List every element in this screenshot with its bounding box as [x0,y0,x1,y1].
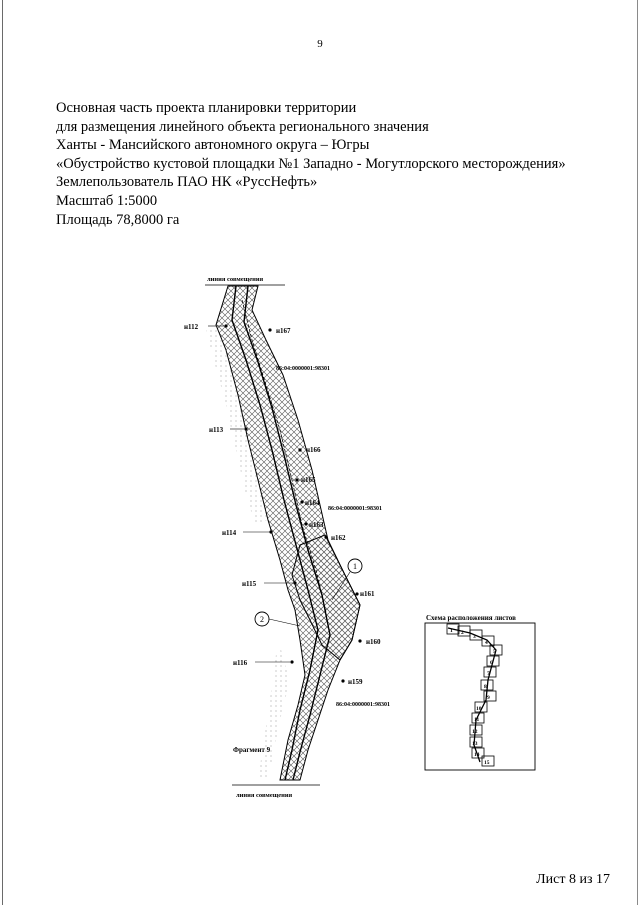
point-label-n113: н113 [209,426,224,434]
layout-sheet-number: 10 [476,706,482,712]
point-label-n164: н164 [305,499,320,507]
header-line: Основная часть проекта планировки террит… [56,100,357,116]
layout-sheet-number: 12 [472,729,478,735]
boundary-points [224,324,362,683]
point-label-n161: н161 [360,590,375,598]
layout-sheet-number: 11 [474,717,479,723]
header-line: Землепользователь ПАО НК «РуссНефть» [56,174,318,191]
header-line: Ханты - Мансийского автономного округа –… [56,137,370,154]
layout-sheet [474,701,488,713]
point-label-n114: н114 [222,529,237,537]
layout-sheet-number: 3 [473,634,476,640]
layout-sheet [469,724,483,736]
corridor-axis-2 [243,285,331,781]
point-label-n159: н159 [348,678,363,686]
fragment-label: Фрагмент 9 [233,746,271,754]
point-marker [268,328,272,332]
point-marker [298,448,302,452]
layout-sheet-number: 1 [450,628,453,634]
point-label-n166: н166 [306,446,321,454]
layout-sheet-number: 2 [461,630,464,636]
point-marker [244,427,248,431]
layout-sheet-number: 8 [484,684,487,690]
point-label-n160: н160 [366,638,381,646]
corridor-axis-1 [231,285,319,781]
layout-sheet-number: 14 [474,752,480,758]
corridor-axis-3 [241,299,327,613]
layout-sheet-number: 13 [472,741,478,747]
layout-sheet-number: 7 [487,671,490,677]
point-marker [358,639,362,643]
page-number: 9 [317,38,323,50]
layout-sheet [469,736,483,748]
point-label-n167: н167 [276,327,291,335]
header-line: Площадь 78,8000 га [56,211,180,228]
layout-sheet [480,679,494,691]
match-line-bottom-label: линия совмещения [236,792,293,799]
layout-sheet-number: 5 [493,649,496,655]
point-marker [269,530,273,534]
point-marker [290,660,294,664]
document-header: Основная часть проекта планировки террит… [56,99,566,229]
layout-sheet [483,666,497,678]
match-line-top-label: линия совмещения [207,276,264,283]
point-label-n115: н115 [242,580,257,588]
point-marker [300,500,304,504]
header-line: «Обустройство кустовой площадки №1 Запад… [56,155,566,172]
point-label-n163: н163 [309,521,324,529]
cadastral-label: 86:04:0000001:98301 [336,702,390,708]
layout-sheet-number: 6 [490,660,493,666]
layout-sheet [483,690,497,702]
point-label-n116: н116 [233,659,248,667]
pad-area [291,534,361,661]
point-label-n165: н165 [301,476,316,484]
header-line: Масштаб 1:5000 [56,192,158,209]
layout-sheet-number: 9 [487,695,490,701]
layout-scheme: Схема расположения листов 1 2 3 4 5 [424,614,536,771]
layout-sheet [489,644,503,656]
layout-sheet [481,635,495,647]
layout-sheet-number: 15 [484,760,490,766]
point-marker [355,592,359,596]
sheet-number-footer: Лист 8 из 17 [536,872,610,887]
layout-sheet [469,629,483,641]
point-marker [324,535,328,539]
point-marker [293,581,297,585]
layout-scheme-frame [424,622,536,771]
cadastral-label: 86:04:0000001:98301 [328,506,382,512]
layout-sheet [446,623,460,635]
adjacent-area-left [206,325,268,525]
callout-circle-2-label: 2 [260,615,264,624]
point-label-n162: н162 [331,534,346,542]
point-marker [224,324,228,328]
layout-sheet [481,755,495,767]
layout-sheet [471,747,485,759]
layout-sheet-number: 4 [485,640,488,646]
layout-scheme-title: Схема расположения листов [426,614,516,622]
callout-leader-2 [268,618,301,627]
layout-sheet [486,655,500,667]
layout-scheme-route [447,627,497,763]
page-right-edge [637,0,638,905]
point-marker [304,522,308,526]
point-marker [295,478,299,482]
point-label-n112: н112 [184,323,199,331]
callout-circle-1 [347,558,363,574]
layout-sheet [471,712,485,724]
header-line: для размещения линейного объекта региона… [56,118,429,135]
adjacent-area-bottom [258,640,290,780]
point-marker [341,679,345,683]
page-left-edge [2,0,3,905]
callout-leader-1 [331,571,351,601]
cadastral-label: 86:04:0000001:98301 [276,366,330,372]
callout-circle-1-label: 1 [353,562,357,571]
